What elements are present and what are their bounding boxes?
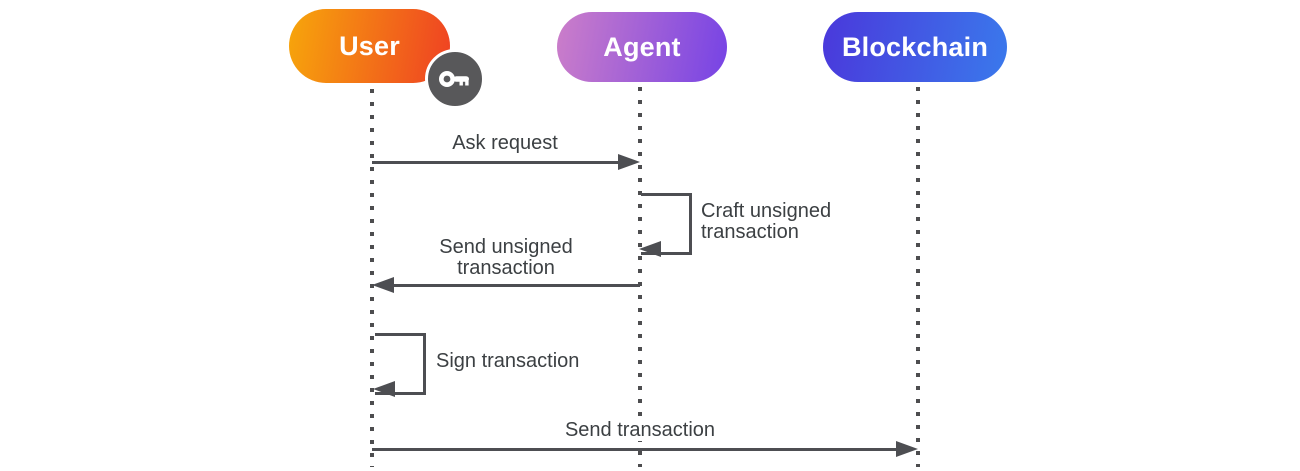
message-label-send-transaction: Send transaction (495, 420, 785, 441)
lifeline-agent (638, 87, 642, 467)
self-loop-agent (641, 193, 692, 255)
actor-pill-user: User (289, 9, 450, 83)
message-arrow-send-transaction (372, 448, 898, 451)
message-label-ask-request: Ask request (380, 133, 630, 154)
message-arrow-send-unsigned (392, 284, 640, 287)
actor-pill-agent: Agent (557, 12, 727, 82)
arrowhead-left-icon (372, 277, 394, 293)
lifeline-blockchain (916, 87, 920, 467)
actor-label-user: User (339, 30, 400, 61)
actor-label-blockchain: Blockchain (841, 31, 989, 62)
arrowhead-left-icon (639, 241, 661, 257)
actor-pill-blockchain: Blockchain (823, 12, 1007, 82)
message-label-sign-transaction: Sign transaction (436, 350, 580, 372)
key-icon (439, 71, 469, 87)
message-arrow-ask-request (372, 161, 620, 164)
arrowhead-right-icon (618, 154, 640, 170)
key-badge (425, 49, 485, 109)
message-label-send-unsigned: Send unsigned transaction (420, 237, 592, 279)
actor-label-agent: Agent (603, 31, 681, 62)
arrowhead-left-icon (373, 381, 395, 397)
self-loop-user (375, 333, 426, 395)
message-label-craft-unsigned: Craft unsigned transaction (701, 201, 861, 243)
arrowhead-right-icon (896, 441, 918, 457)
